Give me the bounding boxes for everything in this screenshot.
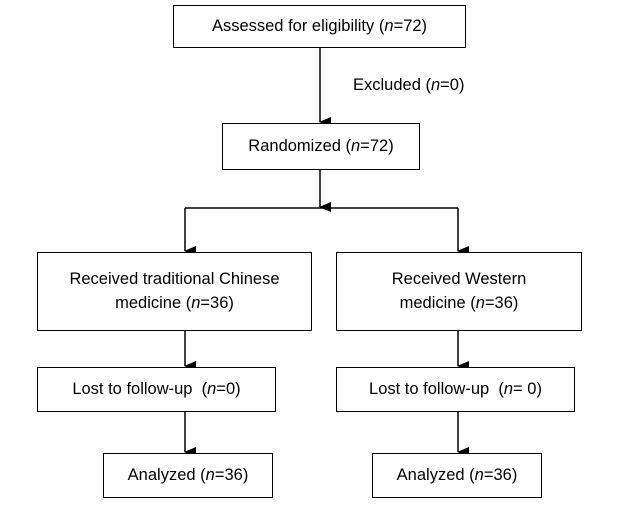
left-analyzed-text: Analyzed (n=36) (127, 465, 249, 484)
right-lost-box: Lost to follow-up (n= 0) (336, 367, 575, 412)
left-analyzed-box: Analyzed (n=36) (103, 453, 273, 498)
excluded-label: Excluded (n=0) (353, 76, 465, 94)
left-received-line1: Received traditional Chinese (69, 269, 280, 288)
randomized-box: Randomized (n=72) (222, 123, 420, 170)
assessed-text: Assessed for eligibility (n=72) (211, 16, 428, 35)
left-lost-text: Lost to follow-up (n=0) (72, 379, 241, 398)
right-received-line1: Received Western (391, 269, 527, 288)
right-received-box: Received Western medicine (n=36) (336, 252, 582, 331)
right-received-line2: medicine (n=36) (399, 293, 519, 312)
left-lost-box: Lost to follow-up (n=0) (37, 367, 276, 412)
left-received-line2: medicine (n=36) (115, 293, 234, 312)
randomized-text: Randomized (n=72) (248, 136, 394, 155)
right-lost-text: Lost to follow-up (n= 0) (369, 379, 542, 398)
left-received-box: Received traditional Chinese medicine (n… (37, 252, 312, 331)
right-analyzed-box: Analyzed (n=36) (372, 453, 542, 498)
right-analyzed-text: Analyzed (n=36) (396, 465, 518, 484)
assessed-box: Assessed for eligibility (n=72) (173, 5, 466, 48)
